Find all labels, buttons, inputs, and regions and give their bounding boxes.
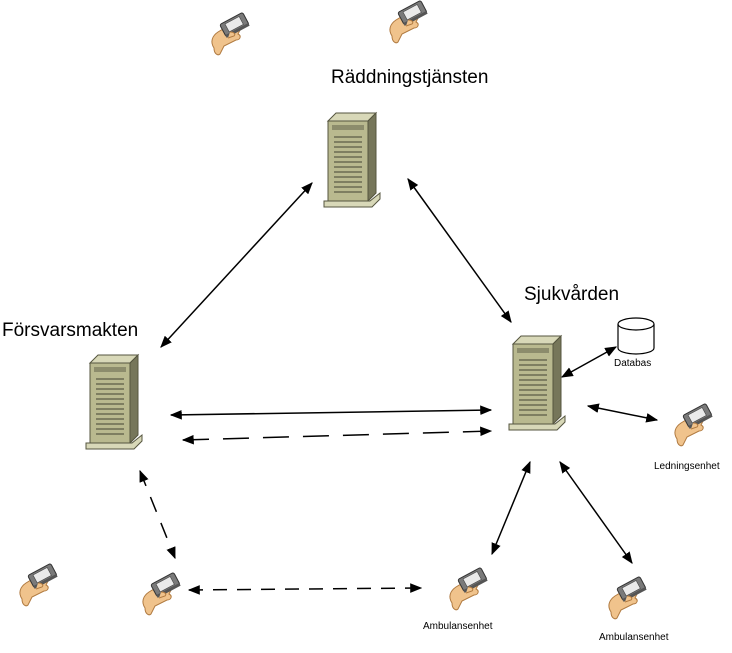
connection-forsvar-sjukvard-solid [169,405,493,420]
connection-sjukvard-databas [560,346,618,378]
node-label-sjukvarden: Sjukvården [524,284,620,305]
connection-sjukvard-ambulans2 [559,461,633,564]
handheld-device-icon [674,402,714,447]
connection-sjukvard-ledningsenhet [586,403,659,423]
handheld-device-icon [142,571,182,616]
connection-handheld-ambulans1-dashed [187,583,423,595]
connection-forsvar-sjukvard-dashed [181,426,493,445]
node-label-ledningsenhet: Ledningsenhet [654,461,720,472]
node-label-ambulansenhet-1: Ambulansenhet [423,621,493,632]
handheld-device-icon [211,11,251,56]
handheld-device-icon [449,566,489,611]
node-label-raddningstjansten: Räddningstjänsten [331,67,489,88]
node-label-forsvarsmakten: Försvarsmakten [2,320,139,341]
connection-forsvar-handheld-dashed [139,469,176,560]
server-tower-icon [323,112,381,208]
server-tower-icon [508,335,566,431]
handheld-device-icon [19,562,59,607]
handheld-device-icon [608,575,648,620]
connection-raddning-sjukvard [407,178,512,323]
database-cylinder-icon [617,317,655,355]
node-label-databas: Databas [614,358,652,369]
node-label-ambulansenhet-2: Ambulansenhet [599,632,669,643]
handheld-device-icon [389,0,429,44]
server-tower-icon [85,354,143,450]
connection-sjukvard-ambulans1 [491,460,531,556]
connections [139,178,659,595]
connection-forsvar-raddning [160,182,313,348]
